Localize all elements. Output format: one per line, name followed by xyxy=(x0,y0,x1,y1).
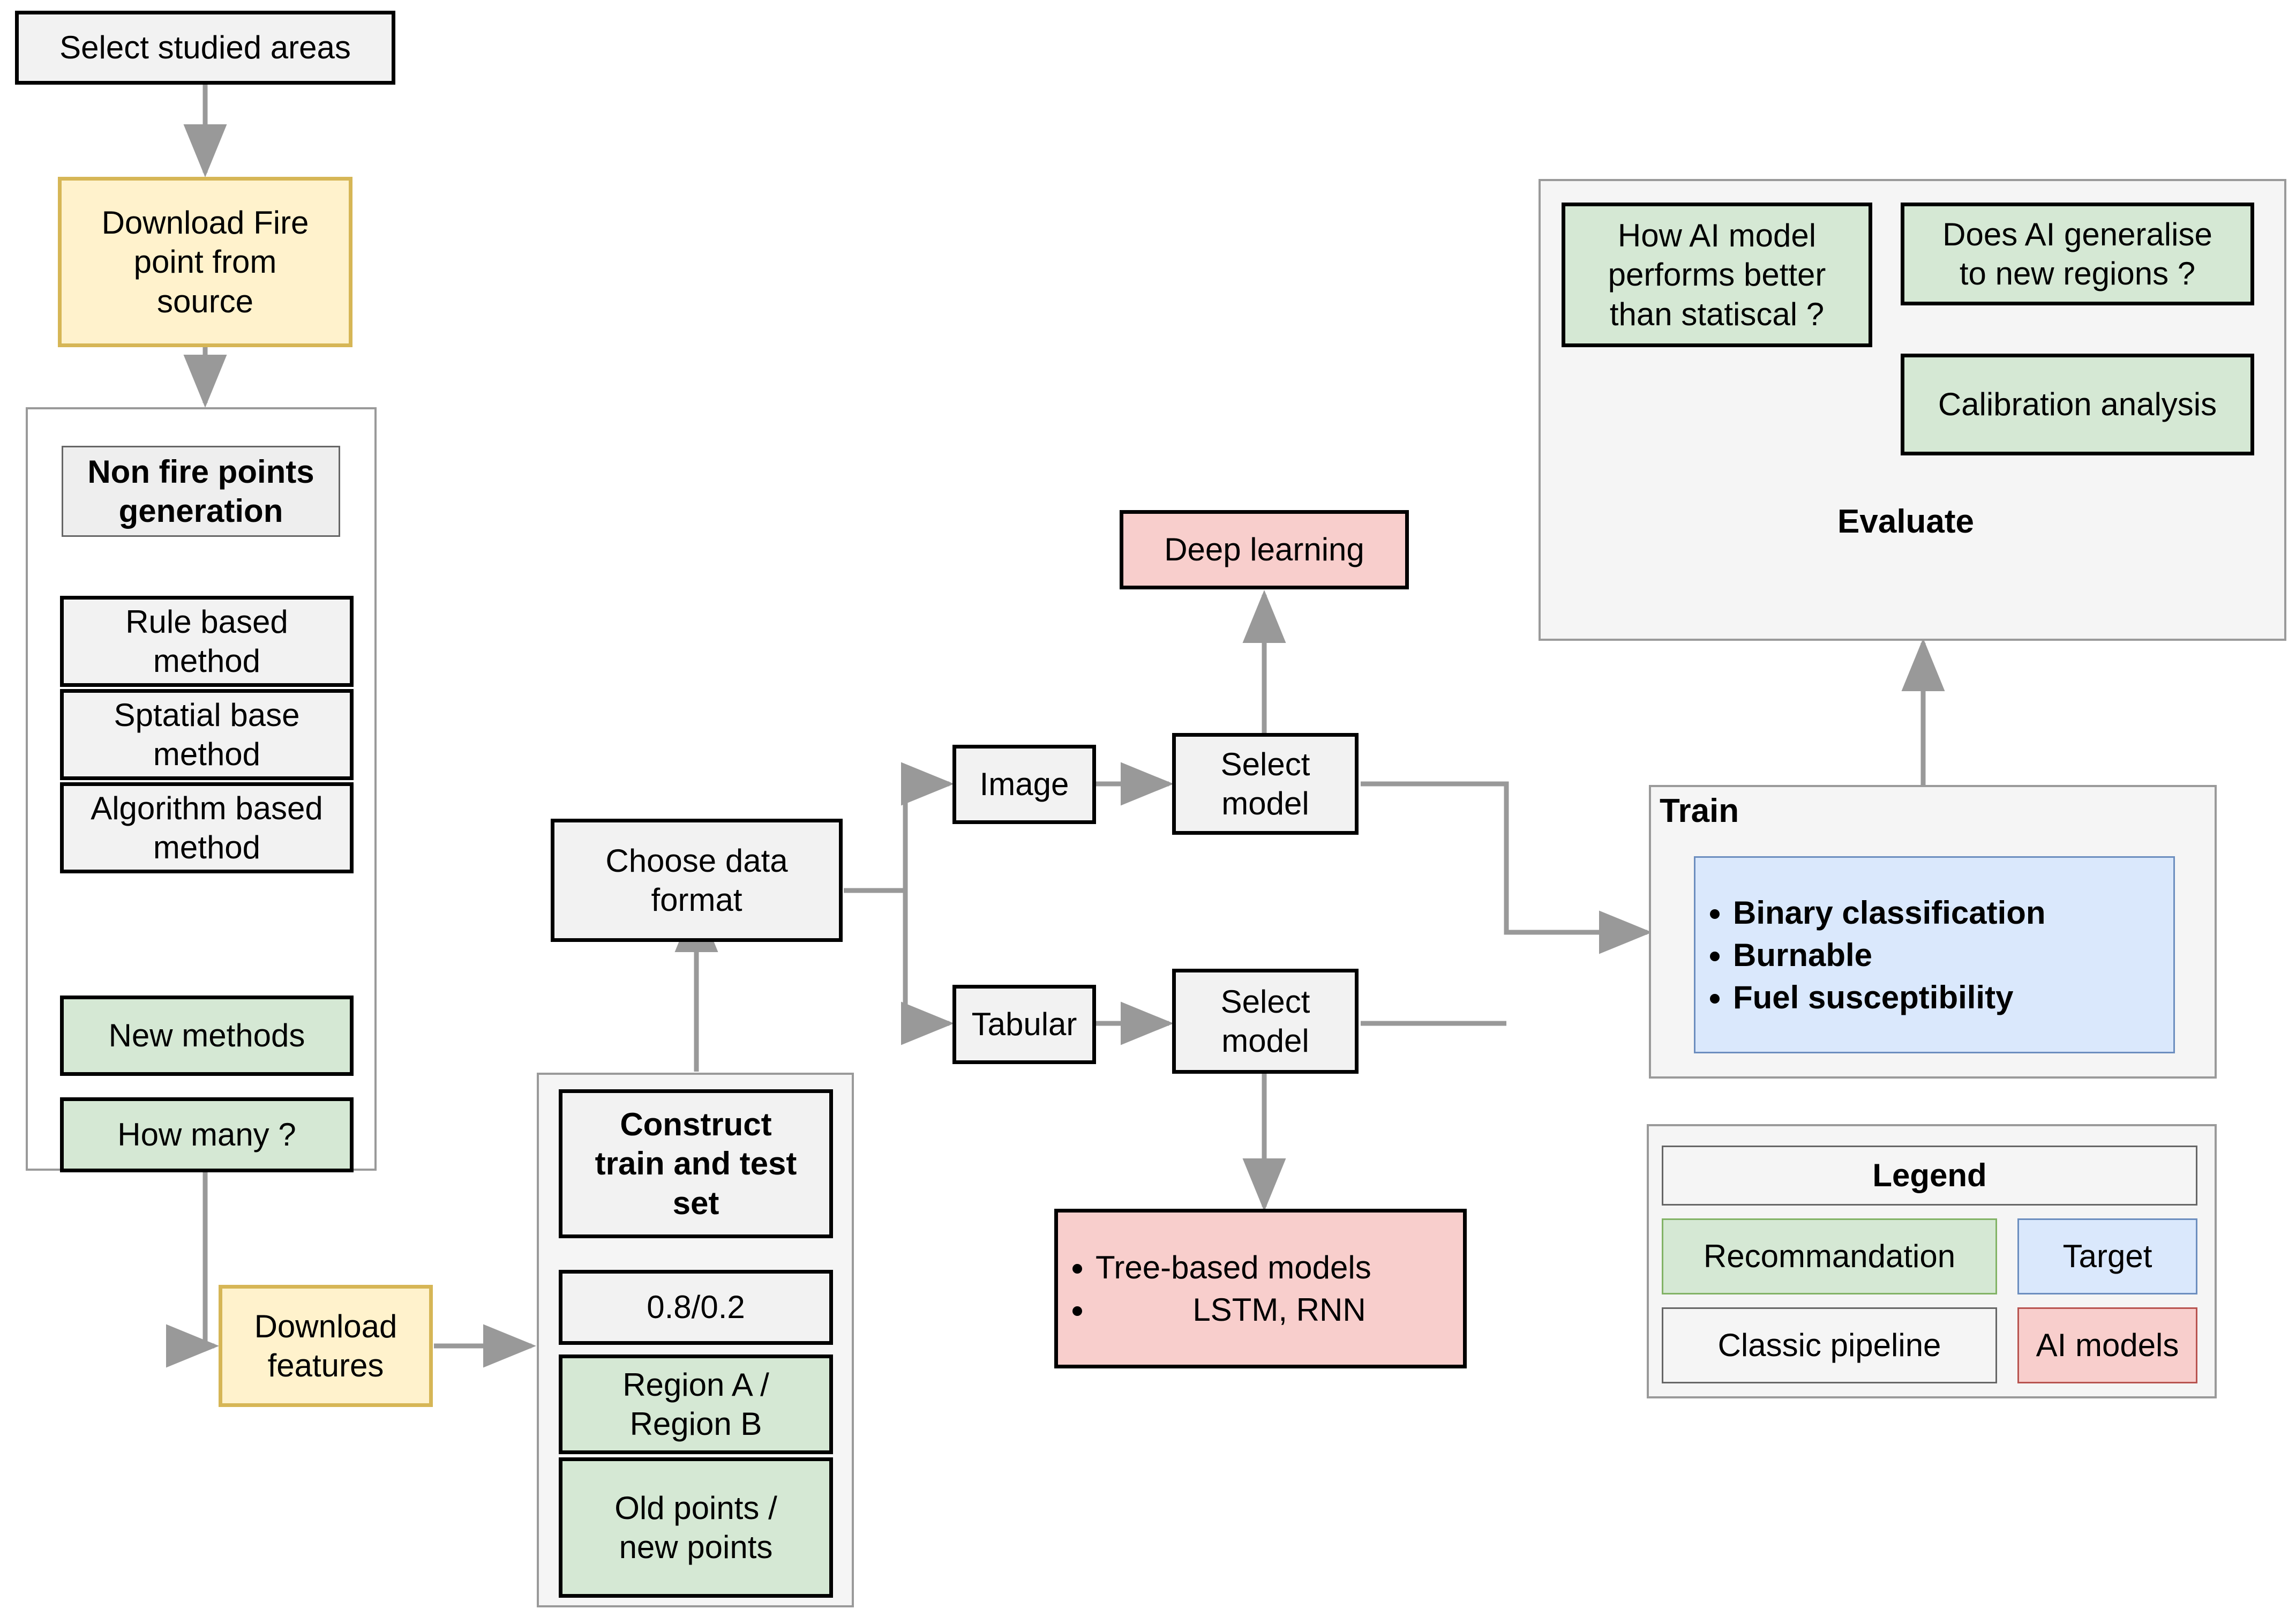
legend-title: Legend xyxy=(1662,1146,2197,1206)
node-select-studied-areas[interactable]: Select studied areas xyxy=(15,11,395,85)
construct-group-header: Construct train and test set xyxy=(559,1089,833,1238)
train-bullet-2: Fuel susceptibility xyxy=(1733,979,2173,1016)
non-fire-item-spatial-base[interactable]: Sptatial base method xyxy=(60,689,354,780)
train-bullet-1: Burnable xyxy=(1733,937,2173,974)
train-group-label: Train xyxy=(1660,792,1739,829)
train-targets-box[interactable]: Binary classification Burnable Fuel susc… xyxy=(1694,856,2175,1053)
train-bullet-0: Binary classification xyxy=(1733,894,2173,931)
node-tabular[interactable]: Tabular xyxy=(952,985,1096,1064)
non-fire-item-how-many[interactable]: How many ? xyxy=(60,1097,354,1172)
evaluate-group-label: Evaluate xyxy=(1837,503,1975,540)
non-fire-group-header: Non fire points generation xyxy=(62,446,340,537)
legend-entry-target: Target xyxy=(2017,1218,2197,1294)
tree-models-bullet-1: LSTM, RNN xyxy=(1096,1291,1463,1328)
non-fire-item-rule-based[interactable]: Rule based method xyxy=(60,596,354,687)
node-select-model-tabular[interactable]: Select model xyxy=(1172,969,1359,1074)
evaluate-item-performance[interactable]: How AI model performs better than statis… xyxy=(1562,203,1872,347)
evaluate-item-generalise[interactable]: Does AI generalise to new regions ? xyxy=(1901,203,2254,305)
construct-item-region-ab[interactable]: Region A / Region B xyxy=(559,1354,833,1454)
construct-item-old-new-points[interactable]: Old points / new points xyxy=(559,1457,833,1598)
legend-entry-ai-models: AI models xyxy=(2017,1307,2197,1383)
node-image[interactable]: Image xyxy=(952,745,1096,824)
legend-entry-classic-pipeline: Classic pipeline xyxy=(1662,1307,1997,1383)
evaluate-item-calibration[interactable]: Calibration analysis xyxy=(1901,354,2254,455)
node-deep-learning[interactable]: Deep learning xyxy=(1120,510,1409,589)
non-fire-item-new-methods[interactable]: New methods xyxy=(60,996,354,1076)
non-fire-item-algorithm-based[interactable]: Algorithm based method xyxy=(60,782,354,873)
tree-models-bullet-0: Tree-based models xyxy=(1096,1249,1463,1286)
node-download-fire-point[interactable]: Download Fire point from source xyxy=(58,177,352,347)
legend-entry-recommandation: Recommandation xyxy=(1662,1218,1997,1294)
node-download-features[interactable]: Download features xyxy=(219,1285,433,1407)
construct-item-split-ratio[interactable]: 0.8/0.2 xyxy=(559,1270,833,1345)
node-tree-based-models[interactable]: Tree-based models LSTM, RNN xyxy=(1054,1209,1467,1368)
node-choose-data-format[interactable]: Choose data format xyxy=(551,819,843,942)
node-select-model-image[interactable]: Select model xyxy=(1172,733,1359,835)
